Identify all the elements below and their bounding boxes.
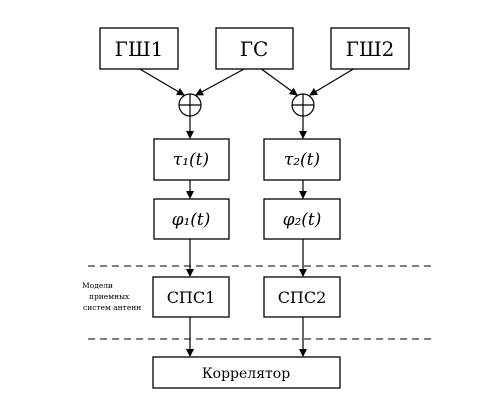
note-line-1: Модели <box>82 281 113 290</box>
noise-generator-2-label: ГШ2 <box>346 37 395 61</box>
phase-block-2: φ₂(t) <box>263 198 341 240</box>
noise-generator-1: ГШ1 <box>99 27 179 70</box>
phase-block-1-label: φ₁(t) <box>172 210 211 230</box>
receiver-system-1-label: СПС1 <box>167 288 216 307</box>
summer-2 <box>291 93 315 117</box>
note-line-3: систем антенн <box>83 303 141 312</box>
signal-generator-label: ГС <box>240 37 269 61</box>
connections <box>137 67 356 357</box>
receiver-system-2-label: СПС2 <box>278 288 327 307</box>
arrow-signal-to-sum1 <box>195 67 247 96</box>
correlator-label: Коррелятор <box>202 366 290 382</box>
receiver-system-1: СПС1 <box>152 276 230 318</box>
arrow-noise2-to-sum2 <box>309 67 356 96</box>
phase-block-1: φ₁(t) <box>153 198 230 240</box>
arrow-noise1-to-sum1 <box>137 67 185 96</box>
receiver-models-note: Модели приемных систем антенн <box>82 281 141 312</box>
delay-block-2: τ₂(t) <box>263 138 341 181</box>
note-line-2: приемных <box>89 292 130 301</box>
summer-1 <box>178 93 202 117</box>
noise-generator-2: ГШ2 <box>330 27 410 70</box>
delay-block-1: τ₁(t) <box>153 138 230 181</box>
correlator-block: Коррелятор <box>152 356 341 389</box>
delay-block-1-label: τ₁(t) <box>173 150 209 170</box>
delay-block-2-label: τ₂(t) <box>284 150 320 170</box>
receiver-system-2: СПС2 <box>263 276 341 318</box>
signal-generator: ГС <box>215 27 294 70</box>
phase-block-2-label: φ₂(t) <box>283 210 322 230</box>
arrow-signal-to-sum2 <box>259 67 298 96</box>
noise-generator-1-label: ГШ1 <box>115 37 164 61</box>
